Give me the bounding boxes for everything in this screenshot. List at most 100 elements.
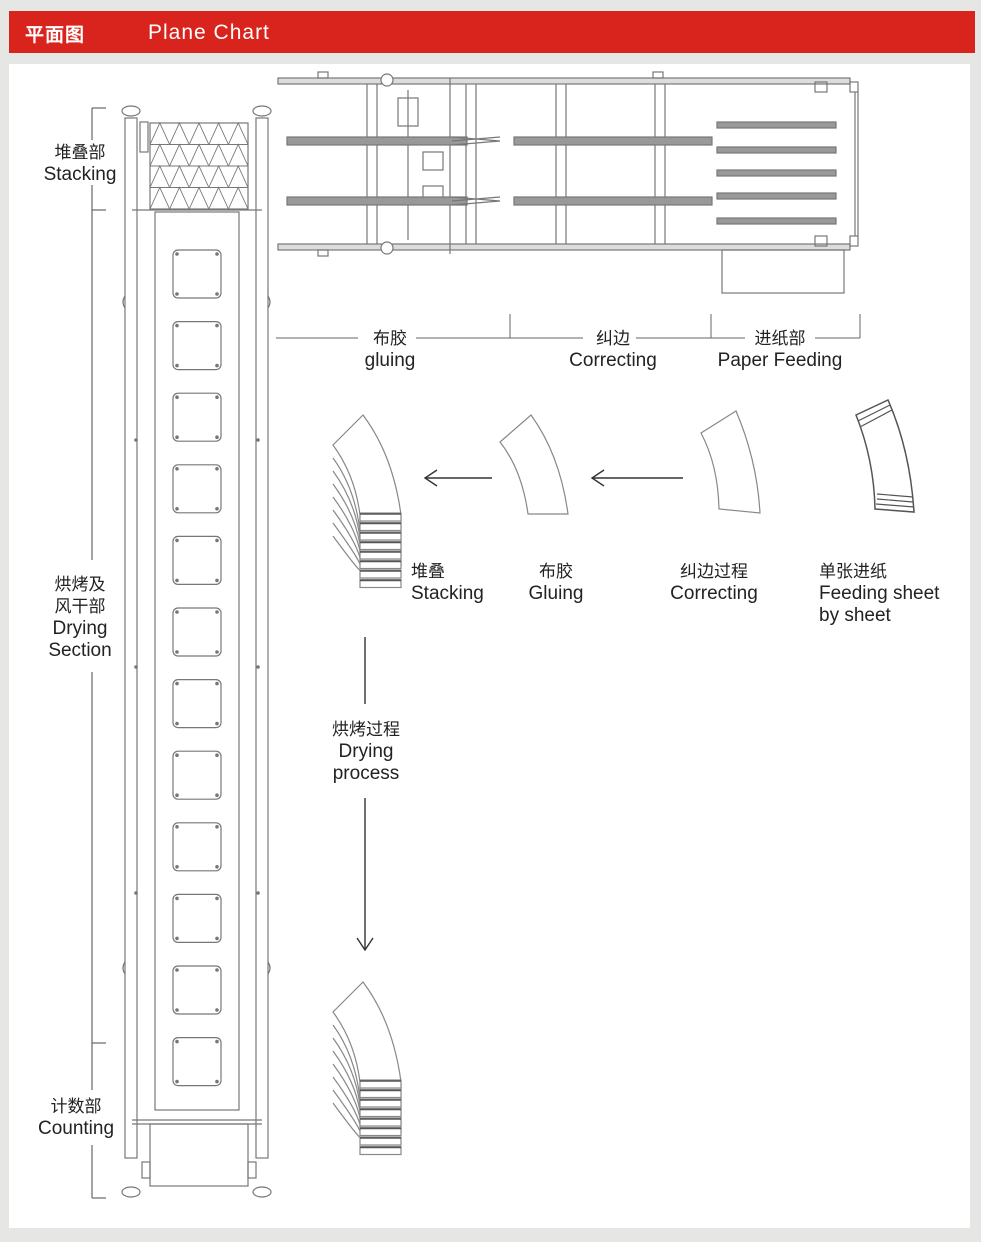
right-cap [252, 105, 272, 117]
bolt [175, 395, 179, 400]
left-cap [121, 105, 141, 117]
sheet-layer [359, 1098, 402, 1108]
drying-column [154, 211, 240, 1111]
horizontal-machine [277, 71, 859, 294]
sheet-layer [359, 540, 402, 551]
section-label-drying: 烘烤及 风干部 Drying Section [48, 575, 112, 661]
stacked-sheets-icon-bottom [332, 981, 402, 1156]
bolt [215, 1079, 219, 1084]
bolt [215, 363, 219, 368]
bolt [215, 538, 219, 543]
bolt [175, 610, 179, 614]
section-label-gluing: 布胶 gluing [364, 329, 416, 371]
bolt [215, 395, 219, 400]
bolt [215, 578, 219, 583]
feeding-sheets-icon [855, 398, 915, 513]
sheet-edge [332, 1089, 361, 1132]
sheet-layer [359, 512, 402, 522]
header-title-cn: 平面图 [25, 24, 86, 46]
bolt [175, 721, 179, 726]
bolt [215, 323, 219, 328]
right-post [255, 117, 269, 1159]
sheet-layer [359, 578, 402, 589]
process-label-gluing: 布胶 Gluing [528, 562, 584, 604]
bolt [175, 1008, 179, 1012]
counting-box [149, 1123, 249, 1187]
bolt [175, 681, 179, 686]
drying-window [172, 249, 222, 299]
top-dimension-line [276, 314, 861, 339]
arrow-left-icon [590, 469, 683, 487]
bolt [175, 864, 179, 869]
bolt [175, 896, 179, 901]
feed-belt [716, 146, 837, 154]
sheet-edge [332, 522, 361, 565]
bolt [175, 1079, 179, 1084]
bolt [215, 968, 219, 972]
vertical-machine [91, 105, 272, 1199]
feed-belt [716, 169, 837, 177]
stacking-lattice [149, 121, 249, 210]
bolt [215, 610, 219, 614]
top-rail [277, 77, 851, 85]
sheet-edge [332, 1076, 361, 1125]
bolt [175, 292, 179, 296]
sheet-layer [359, 1117, 402, 1127]
feed-belt [716, 217, 837, 225]
drying-window [172, 1036, 222, 1087]
sheet-layer [359, 550, 402, 560]
bottom-rail [277, 243, 851, 251]
bolt [175, 1039, 179, 1044]
sheet-edge [332, 483, 361, 545]
drying-window [172, 535, 222, 586]
flow-arrows [356, 469, 683, 952]
bolt [175, 538, 179, 543]
sheet-edge [332, 1024, 361, 1099]
drying-window [172, 392, 222, 442]
bolt [215, 650, 219, 654]
bolt [215, 936, 219, 941]
belt [513, 136, 713, 146]
stacked-sheets-icon [332, 414, 402, 589]
diagram-panel [9, 64, 970, 1228]
sheet-edge [332, 1050, 361, 1112]
header-title-en: Plane Chart [148, 21, 270, 44]
sheet-edge [332, 470, 361, 539]
left-foot [121, 1186, 141, 1198]
bolt [215, 435, 219, 440]
bolt [175, 824, 179, 829]
drying-window [172, 750, 222, 800]
bolt [215, 824, 219, 829]
bolt [215, 506, 219, 511]
bolt [175, 252, 179, 256]
bolt [215, 1039, 219, 1044]
feed-belt [716, 192, 837, 200]
bolt [215, 1008, 219, 1012]
bolt [215, 721, 219, 726]
bolt [215, 864, 219, 869]
bolt [175, 578, 179, 583]
belt [286, 136, 468, 146]
sheet-layer [359, 1088, 402, 1099]
bolt [175, 506, 179, 511]
bolt [215, 292, 219, 296]
drying-windows [172, 249, 222, 1087]
bolt [175, 323, 179, 328]
belt [286, 196, 468, 206]
bolt [175, 936, 179, 941]
right-foot [252, 1186, 272, 1198]
bolt [215, 793, 219, 798]
sheet-edge [332, 1063, 361, 1119]
correcting-sheet-icon [700, 410, 761, 514]
feed-belts [716, 121, 837, 225]
section-brackets [91, 107, 106, 1199]
bolt [175, 753, 179, 758]
sheet-layer [359, 559, 402, 570]
bolt [215, 896, 219, 901]
section-label-paper-feeding: 进纸部 Paper Feeding [717, 329, 843, 371]
drying-window [172, 607, 222, 657]
arrow-left-icon [423, 469, 492, 487]
drying-window [172, 678, 222, 729]
section-label-counting: 计数部 Counting [37, 1097, 115, 1139]
process-label-stacking: 堆叠 Stacking [411, 562, 484, 604]
